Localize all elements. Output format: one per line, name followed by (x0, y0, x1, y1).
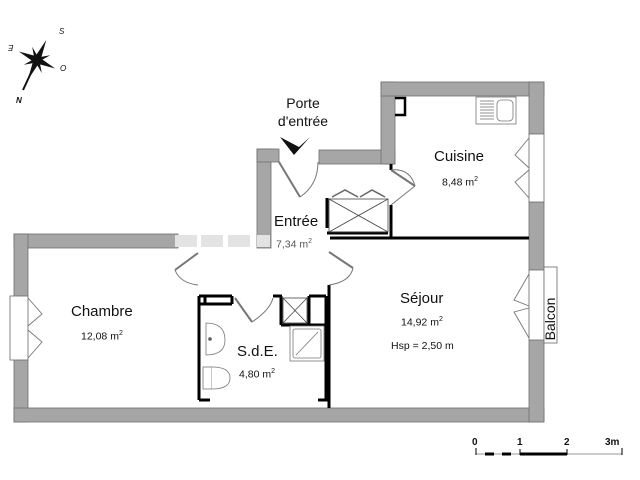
entrance-label-line1: Porte (286, 95, 320, 111)
area-value: 14,92 m (401, 316, 439, 329)
exterior-walls (13, 81, 545, 423)
area-value: 7,34 m (276, 238, 309, 251)
closet-entree (328, 189, 389, 233)
scale-tick-1: 1 (517, 437, 523, 448)
room-area-cuisine: 8,48 m2 (442, 176, 478, 189)
area-unit-sup: 2 (271, 368, 276, 375)
compass-rose-icon (18, 40, 56, 91)
room-area-sejour: 14,92 m2 (401, 316, 443, 329)
compass-east-label: E (8, 43, 14, 52)
entrance-label: Porte d'entrée (268, 94, 338, 130)
area-value: 8,48 m (442, 176, 475, 189)
scale-tick-2: 2 (564, 437, 570, 448)
room-name-chambre: Chambre (71, 303, 133, 320)
area-value: 12,08 m (81, 330, 119, 343)
area-unit-sup: 2 (118, 330, 123, 337)
scale-bar (475, 448, 623, 456)
compass-south-label: S (59, 27, 65, 36)
compass-west-label: O (60, 64, 67, 73)
compass-north-label: N (16, 96, 22, 105)
area-unit-sup: 2 (308, 238, 313, 245)
room-area-entree: 7,34 m2 (276, 238, 312, 251)
kitchen-sink (475, 96, 517, 125)
room-area-chambre: 12,08 m2 (81, 330, 123, 343)
area-value: 4,80 m (239, 368, 272, 381)
room-height-sejour: Hsp = 2,50 m (391, 340, 454, 352)
area-unit-sup: 2 (474, 176, 479, 183)
closet-sde (282, 297, 308, 324)
scale-tick-0: 0 (472, 437, 478, 448)
scale-tick-3m: 3m (605, 437, 620, 448)
bathroom-fixtures (202, 322, 325, 390)
room-name-sejour: Séjour (400, 290, 444, 307)
balcony-label: Balcon (542, 297, 558, 341)
wall-light-panels (175, 235, 270, 247)
room-name-cuisine: Cuisine (434, 148, 485, 165)
room-name-sde: S.d.E. (237, 343, 278, 360)
room-name-entree: Entrée (274, 213, 319, 230)
entrance-label-line2: d'entrée (277, 113, 329, 129)
room-area-sde: 4,80 m2 (239, 368, 275, 381)
area-unit-sup: 2 (438, 316, 443, 323)
entrance-arrow-icon (280, 137, 310, 155)
windows (9, 133, 558, 361)
partitions (197, 96, 529, 408)
doors (174, 161, 416, 323)
